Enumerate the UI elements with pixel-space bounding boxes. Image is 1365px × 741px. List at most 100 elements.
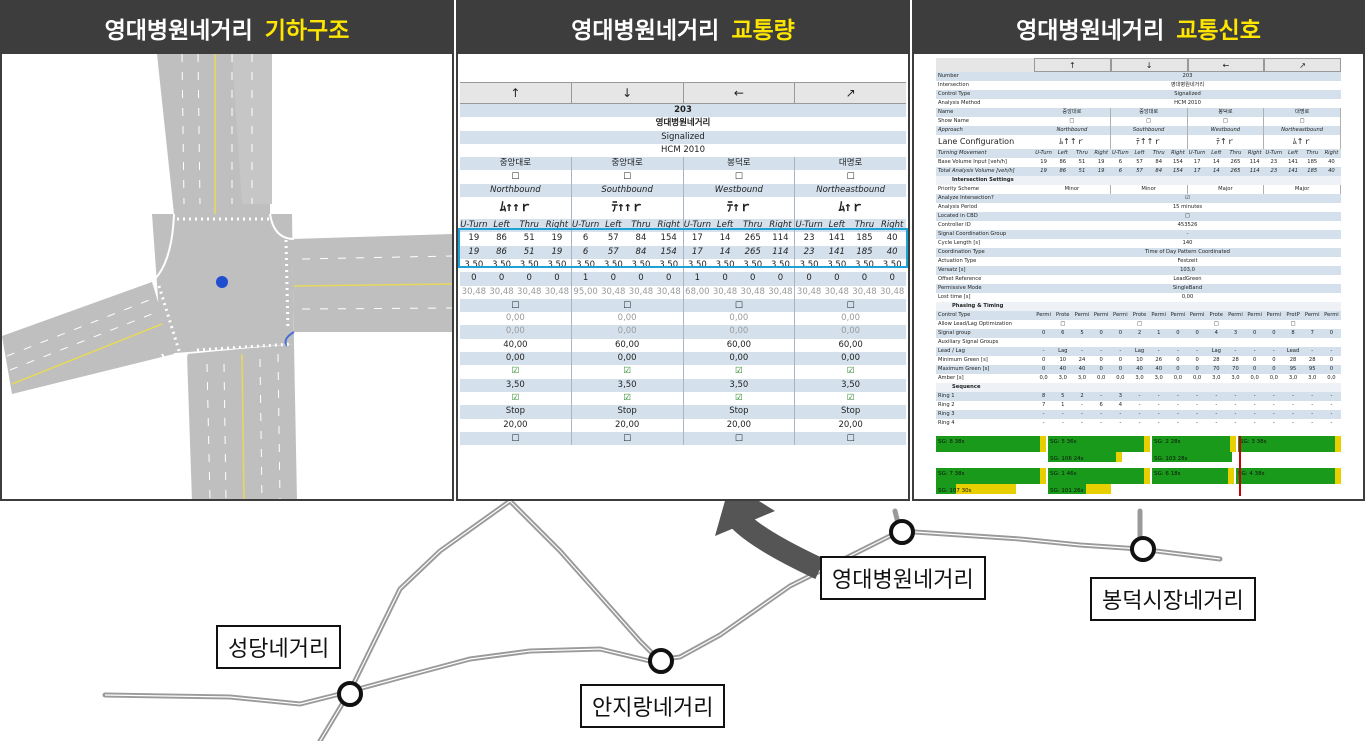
signal-cell[interactable]: Thru	[1076, 150, 1088, 156]
signal-cell[interactable]: 4	[1118, 402, 1122, 408]
signal-cell[interactable]: □	[1188, 117, 1265, 126]
label-anjirang[interactable]: 안지랑네거리	[580, 684, 726, 728]
signal-cell[interactable]: 0,0	[1269, 375, 1278, 381]
signal-phase-bar[interactable]	[1236, 468, 1335, 484]
signal-cell[interactable]: Prote	[1209, 312, 1224, 318]
signal-cell[interactable]: 95	[1308, 366, 1316, 372]
total-volume-cell[interactable]: 57	[607, 246, 619, 257]
node-seongdang[interactable]	[337, 681, 363, 707]
signal-cell[interactable]: -	[1176, 393, 1179, 399]
signal-cell[interactable]: Lag	[1058, 348, 1068, 354]
signal-cell[interactable]: -	[1311, 348, 1314, 354]
arrow-north-icon[interactable]: ↑	[460, 83, 572, 103]
base-volume-cell[interactable]: 23	[803, 233, 815, 244]
arrow-west-icon[interactable]: ←	[1187, 58, 1265, 72]
signal-cell[interactable]: -	[1138, 402, 1141, 408]
signal-cell[interactable]: 중앙대로	[1111, 108, 1188, 117]
storage-cell[interactable]: 0	[655, 272, 684, 286]
signal-cell[interactable]	[1226, 338, 1245, 347]
signal-phase-bar[interactable]	[936, 468, 1040, 484]
signal-cell[interactable]: Permi	[1189, 312, 1205, 318]
storage-len-cell[interactable]: 30,48	[712, 286, 738, 297]
stop-cell[interactable]: Stop	[684, 405, 796, 419]
signal-cell[interactable]: -	[1215, 393, 1218, 399]
signal-cell[interactable]: 0	[1272, 366, 1276, 372]
signal-cell[interactable]: Left	[1057, 150, 1068, 156]
signal-cell[interactable]: -	[1292, 420, 1294, 426]
signal-cell[interactable]: 0	[1118, 357, 1122, 363]
signal-cell[interactable]: 23	[1270, 159, 1278, 165]
lane-config-icon[interactable]: ﾑ↑ｒ	[838, 200, 863, 216]
option-checkbox[interactable]: □	[460, 431, 572, 446]
signal-cell[interactable]	[1245, 338, 1264, 347]
signal-cell[interactable]: 23	[1270, 168, 1278, 174]
movements-cell[interactable]: U-Turn	[460, 220, 488, 231]
signal-cell[interactable]: 0	[1118, 366, 1122, 372]
signal-cell[interactable]: -	[1138, 393, 1141, 399]
distance-cell[interactable]: 20,00	[572, 418, 684, 432]
lane-width-cell[interactable]: 3,50	[655, 258, 684, 273]
signal-cell[interactable]: 19	[1040, 168, 1047, 174]
signal-cell[interactable]: -	[1272, 402, 1275, 408]
signal-cell[interactable]: -	[1253, 393, 1256, 399]
signal-cell[interactable]: 19	[1097, 159, 1105, 165]
intersection-geometry-canvas[interactable]	[2, 54, 452, 499]
signal-cell[interactable]: 0	[1195, 330, 1199, 336]
movements-cell[interactable]: Thru	[631, 220, 651, 231]
movements-cell[interactable]: Left	[605, 220, 622, 231]
signal-cell[interactable]: -	[1311, 402, 1314, 408]
signal-row-value[interactable]: -	[1186, 231, 1189, 237]
signal-cell[interactable]: -	[1042, 420, 1045, 426]
amber-bar[interactable]	[1144, 468, 1150, 484]
node-marker[interactable]	[216, 276, 228, 288]
signal-cell[interactable]	[1322, 338, 1341, 347]
distance-cell[interactable]: 20,00	[838, 419, 863, 430]
road-name-cell[interactable]: 중앙대로	[572, 157, 684, 171]
signal-cell[interactable]	[1034, 320, 1053, 329]
signal-cell[interactable]: 0,0	[1116, 375, 1125, 381]
signal-cell[interactable]: 114	[1249, 168, 1260, 174]
signal-cell[interactable]: ﾑ↑ｒ	[1264, 135, 1341, 149]
label-bongdeok[interactable]: 봉덕시장네거리	[1090, 577, 1256, 621]
storage-cell[interactable]: 0	[543, 272, 572, 286]
storage-len-cell[interactable]: 30,48	[517, 286, 542, 297]
signal-cell[interactable]: Thru	[1152, 150, 1165, 156]
signal-cell[interactable]: 0	[1176, 366, 1180, 372]
total-volume-cell[interactable]: 265	[744, 246, 761, 257]
signal-cell[interactable]: 114	[1249, 159, 1260, 165]
signal-cell[interactable]: -	[1234, 402, 1237, 408]
total-volume-cell[interactable]: 6	[582, 246, 589, 257]
width-cell[interactable]: 3,50	[572, 378, 684, 392]
lane-width-cell[interactable]: 3,50	[799, 259, 819, 270]
amber-bar[interactable]	[1228, 468, 1234, 484]
signal-cell[interactable]: 8	[1041, 393, 1046, 399]
total-volume-cell[interactable]: 19	[468, 246, 480, 257]
signal-cell[interactable]: 40	[1059, 366, 1067, 372]
signal-cell[interactable]: □	[1213, 321, 1219, 327]
signal-cell[interactable]: -	[1119, 348, 1122, 354]
storage-len-cell[interactable]: 30,48	[796, 286, 822, 297]
signal-cell[interactable]	[1188, 320, 1207, 329]
signal-cell[interactable]: 6	[1118, 168, 1122, 174]
signal-cell[interactable]: -	[1157, 402, 1160, 408]
signal-cell[interactable]: Permi	[1093, 312, 1109, 318]
signal-cell[interactable]: -	[1215, 411, 1218, 417]
lane-width-cell[interactable]: 3,50	[827, 259, 847, 270]
signal-cell[interactable]: 3	[1118, 393, 1122, 399]
signal-cell[interactable]: Permi	[1324, 312, 1339, 318]
signal-cell[interactable]: 14	[1212, 159, 1220, 165]
speed-cell[interactable]: 60,00	[838, 339, 863, 350]
movements-cell[interactable]: Right	[767, 219, 796, 233]
storage-len-cell[interactable]: 30,48	[879, 286, 905, 297]
amber-bar[interactable]	[1040, 436, 1046, 452]
signal-cell[interactable]: -	[1061, 420, 1064, 426]
signal-cell[interactable]: -	[1311, 393, 1314, 399]
signal-cell[interactable]: Thru	[1229, 150, 1242, 156]
storage-len-cell[interactable]: 30,48	[824, 286, 849, 297]
section-header-intersection-settings[interactable]: Intersection Settings	[936, 176, 1341, 185]
signal-cell[interactable]: 0	[1253, 357, 1257, 363]
signal-row-value[interactable]: 0,00	[1181, 294, 1194, 300]
base-volume-cell[interactable]: 19	[543, 232, 572, 246]
signal-cell[interactable]: -	[1061, 411, 1064, 417]
signal-cell[interactable]: 28	[1289, 357, 1297, 363]
